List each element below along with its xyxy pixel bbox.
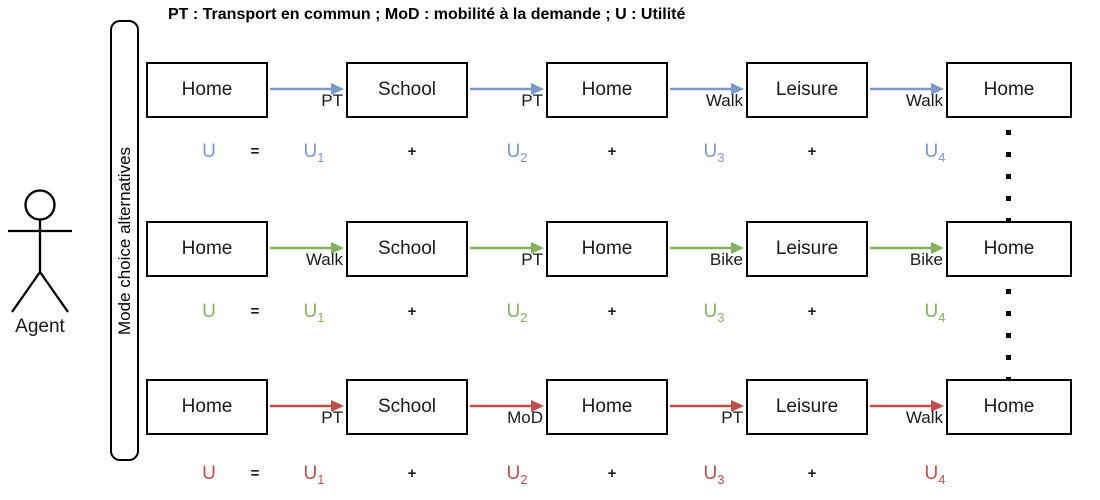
- ellipsis-dots: [1006, 130, 1011, 222]
- utility-equation-3: U = U1 + U2 + U3 + U4: [146, 461, 1072, 487]
- arrow-right-icon: [670, 83, 744, 95]
- arrow-right-icon: [670, 242, 744, 254]
- equation-token: U4: [924, 463, 946, 487]
- trip-segment: MoD: [468, 379, 546, 435]
- equation-token: U3: [703, 463, 725, 487]
- equation-token: U3: [703, 301, 725, 325]
- trip-segment: Walk: [868, 379, 946, 435]
- equation-token: +: [407, 143, 417, 160]
- equation-token: U: [202, 141, 216, 162]
- trip-segment: PT: [468, 221, 546, 277]
- trip-segment: PT: [268, 379, 346, 435]
- activity-box: Home: [146, 62, 268, 118]
- mode-label: Bike: [709, 250, 743, 269]
- equation-token: +: [607, 143, 617, 160]
- activity-box: Home: [546, 62, 668, 118]
- alternative-row-3: Home PT School MoD Home PT Leisure: [146, 379, 1072, 435]
- equation-token: +: [607, 303, 617, 320]
- legend-title: PT : Transport en commun ; MoD : mobilit…: [168, 6, 686, 23]
- equation-token: +: [607, 465, 617, 482]
- arrow-right-icon: [270, 242, 344, 254]
- activity-box: Leisure: [746, 62, 868, 118]
- trip-segment: Walk: [268, 221, 346, 277]
- equation-token: U2: [506, 463, 528, 487]
- activity-box: Home: [946, 62, 1072, 118]
- activity-box: Home: [546, 379, 668, 435]
- trip-segment: PT: [468, 62, 546, 118]
- equation-token: U3: [703, 141, 725, 165]
- equation-token: U2: [506, 141, 528, 165]
- equation-token: U4: [924, 301, 946, 325]
- equation-token: U: [202, 301, 216, 322]
- trip-segment: Bike: [868, 221, 946, 277]
- mode-label: Walk: [705, 91, 743, 110]
- alternative-row-1: Home PT School PT Home Walk Leisure: [146, 62, 1072, 118]
- arrow-right-icon: [270, 400, 344, 412]
- mode-label: PT: [721, 408, 743, 427]
- arrow-right-icon: [670, 400, 744, 412]
- agent-stick-figure-icon: [8, 189, 72, 313]
- equation-token: +: [807, 143, 817, 160]
- activity-box: Leisure: [746, 221, 868, 277]
- activity-box: School: [346, 62, 468, 118]
- arrow-right-icon: [870, 242, 944, 254]
- trip-segment: PT: [268, 62, 346, 118]
- activity-box: Home: [546, 221, 668, 277]
- equation-token: =: [250, 143, 260, 160]
- arrow-right-icon: [470, 242, 544, 254]
- mode-label: Walk: [305, 250, 343, 269]
- trip-segment: Walk: [668, 62, 746, 118]
- trip-segment: Bike: [668, 221, 746, 277]
- activity-box: School: [346, 379, 468, 435]
- agent-label: Agent: [15, 316, 65, 337]
- mode-label: PT: [521, 250, 543, 269]
- mode-choice-alternatives-panel: Mode choice alternatives: [110, 20, 139, 461]
- mode-label: PT: [521, 91, 543, 110]
- equation-token: +: [807, 465, 817, 482]
- trip-segment: Walk: [868, 62, 946, 118]
- equation-token: =: [250, 303, 260, 320]
- equation-token: U1: [303, 141, 325, 165]
- trip-segment: PT: [668, 379, 746, 435]
- mode-label: Bike: [909, 250, 943, 269]
- equation-token: U1: [303, 301, 325, 325]
- equation-token: +: [807, 303, 817, 320]
- activity-box: Home: [946, 379, 1072, 435]
- activity-box: School: [346, 221, 468, 277]
- alternative-row-2: Home Walk School PT Home Bike Leisure: [146, 221, 1072, 277]
- equation-token: U4: [924, 141, 946, 165]
- equation-token: U: [202, 463, 216, 484]
- equation-token: U2: [506, 301, 528, 325]
- utility-equation-1: U = U1 + U2 + U3 + U4: [146, 139, 1072, 165]
- equation-token: +: [407, 303, 417, 320]
- arrow-right-icon: [870, 83, 944, 95]
- arrow-right-icon: [470, 83, 544, 95]
- activity-box: Home: [146, 379, 268, 435]
- equation-token: U1: [303, 463, 325, 487]
- mode-label: PT: [321, 91, 343, 110]
- equation-token: =: [250, 465, 260, 482]
- mode-choice-alternatives-label: Mode choice alternatives: [114, 146, 134, 335]
- activity-box: Home: [946, 221, 1072, 277]
- activity-box: Leisure: [746, 379, 868, 435]
- mode-label: MoD: [507, 408, 543, 427]
- mode-label: Walk: [905, 408, 943, 427]
- activity-box: Home: [146, 221, 268, 277]
- arrow-right-icon: [470, 400, 544, 412]
- ellipsis-dots: [1006, 289, 1011, 380]
- utility-equation-2: U = U1 + U2 + U3 + U4: [146, 299, 1072, 325]
- arrow-right-icon: [870, 400, 944, 412]
- arrow-right-icon: [270, 83, 344, 95]
- mode-label: Walk: [905, 91, 943, 110]
- mode-label: PT: [321, 408, 343, 427]
- equation-token: +: [407, 465, 417, 482]
